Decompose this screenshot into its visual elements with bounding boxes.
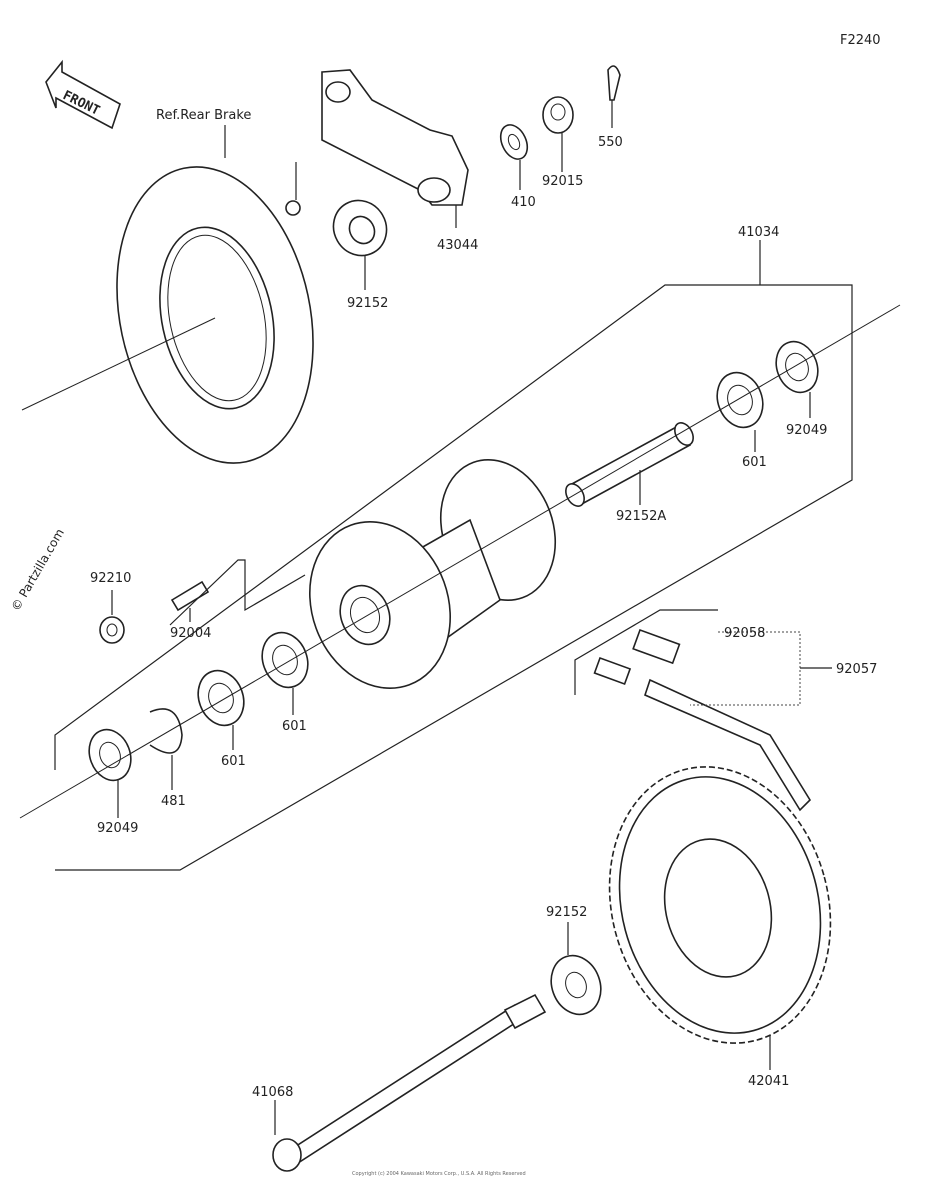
brake-disc xyxy=(116,166,314,464)
label-92210: 92210 xyxy=(90,571,131,586)
rear-sprocket xyxy=(608,766,832,1044)
master-link-92058 xyxy=(593,628,681,686)
label-92152-top: 92152 xyxy=(347,296,388,311)
bearing-mid xyxy=(261,631,309,689)
label-92057: 92057 xyxy=(836,662,877,677)
label-550: 550 xyxy=(598,135,623,150)
label-42041: 42041 xyxy=(748,1074,789,1089)
label-601-mid: 601 xyxy=(282,719,307,734)
copyright: Copyright (c) 2004 Kawasaki Motors Corp.… xyxy=(352,1171,526,1177)
collar-bottom xyxy=(550,954,602,1016)
label-41034: 41034 xyxy=(738,225,779,240)
stud-92004 xyxy=(170,580,210,612)
label-92152a: 92152A xyxy=(616,509,666,524)
label-43044: 43044 xyxy=(437,238,478,253)
front-arrow-icon: FRONT xyxy=(45,59,121,130)
label-601-left: 601 xyxy=(221,754,246,769)
hub-assembly-frame xyxy=(54,284,853,871)
label-92058: 92058 xyxy=(724,626,765,641)
collar-top xyxy=(332,199,388,257)
label-92049-right: 92049 xyxy=(786,423,827,438)
label-92004: 92004 xyxy=(170,626,211,641)
drive-chain xyxy=(644,678,812,812)
washer-410 xyxy=(499,124,529,160)
seal-right xyxy=(775,340,819,394)
axle-41068 xyxy=(272,993,547,1172)
cotter-pin-550 xyxy=(607,65,621,101)
label-410: 410 xyxy=(511,195,536,210)
bearing-left xyxy=(197,669,245,727)
ref-rear-brake-label: Ref.Rear Brake xyxy=(156,108,251,123)
wheel-hub xyxy=(308,458,557,689)
nut-92210 xyxy=(99,616,125,644)
distance-collar xyxy=(565,422,694,507)
label-92152-bottom: 92152 xyxy=(546,905,587,920)
bearing-right xyxy=(716,371,764,429)
label-41068: 41068 xyxy=(252,1085,293,1100)
label-92049-left: 92049 xyxy=(97,821,138,836)
diagram-code: F2240 xyxy=(840,33,881,48)
seal-left xyxy=(88,728,132,782)
nut-92015 xyxy=(542,96,574,134)
label-481: 481 xyxy=(161,794,186,809)
disc-bolt xyxy=(285,162,301,216)
watermark: © Partzilla.com xyxy=(8,526,66,613)
label-601-right: 601 xyxy=(742,455,767,470)
caliper-bracket xyxy=(321,69,469,206)
circlip-481 xyxy=(149,708,183,754)
label-92015: 92015 xyxy=(542,174,583,189)
